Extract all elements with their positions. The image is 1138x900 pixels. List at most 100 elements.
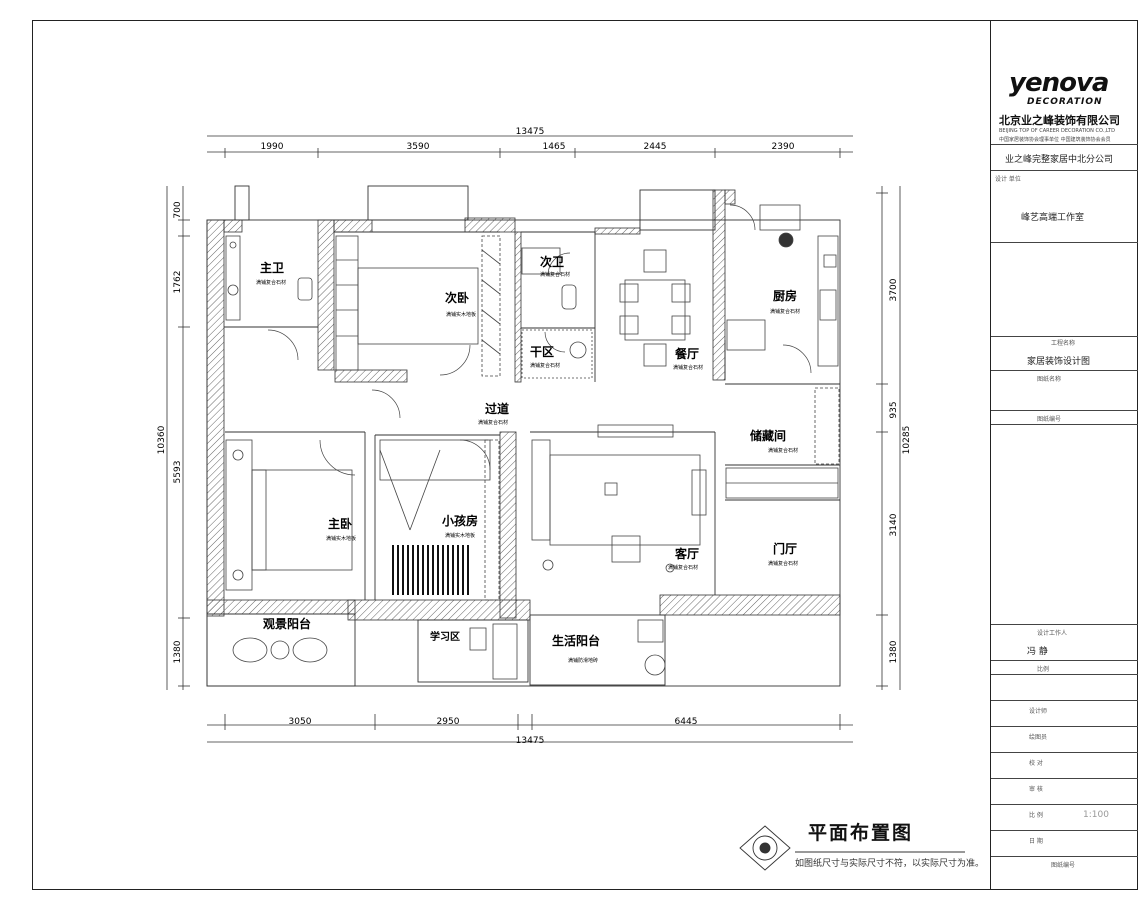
dim-left-2: 1762	[173, 271, 183, 294]
dim-top-4: 2445	[644, 142, 667, 152]
door-swings	[267, 204, 812, 476]
room-dining: 餐厅	[675, 346, 699, 361]
room-second-bath-sub: 满铺复合石材	[540, 271, 570, 278]
room-second-bed: 次卧	[445, 290, 469, 305]
dim-right-4: 1380	[889, 640, 899, 663]
company-note: 中国家居装饰协会理事单位 中国建筑装饰协会会员	[999, 137, 1111, 143]
left-dimension	[166, 186, 190, 690]
interior-lines	[206, 185, 841, 687]
company-name: 北京业之峰装饰有限公司	[999, 114, 1120, 127]
room-entry: 门厅	[773, 541, 797, 556]
room-study: 学习区	[430, 630, 460, 643]
top-dimension	[207, 135, 853, 158]
tb-divider	[991, 674, 1138, 675]
dim-left-total: 10360	[157, 425, 167, 454]
project-label: 工程名称	[1051, 340, 1076, 347]
room-master-bed-sub: 满铺实木地板	[326, 535, 356, 542]
tb-row-6: 日 期	[1029, 838, 1043, 845]
project-name: 家居装饰设计图	[1027, 357, 1091, 367]
tb-row-4: 审 核	[1029, 786, 1043, 793]
room-master-bath: 主卫	[260, 260, 284, 275]
tb-row-3: 校 对	[1029, 760, 1043, 767]
living-furniture	[531, 424, 707, 573]
tb-divider	[991, 830, 1138, 831]
second-bed-furniture	[335, 235, 501, 377]
room-kitchen: 厨房	[773, 288, 797, 303]
dim-right-total: 10285	[902, 426, 912, 455]
second-bath-fixtures	[521, 247, 593, 379]
dim-left-1: 700	[173, 201, 183, 218]
scale-value: 1:100	[1083, 810, 1109, 820]
tb-divider	[991, 410, 1138, 411]
tb-divider	[991, 804, 1138, 805]
room-dining-sub: 满铺复合石材	[673, 364, 703, 371]
room-dry-area-sub: 满铺复合石材	[530, 362, 560, 369]
tb-row-5: 比 例	[1029, 812, 1043, 819]
room-storage: 储藏间	[750, 428, 786, 443]
brand-sub: DECORATION	[1027, 97, 1103, 107]
kitchen-fixtures	[726, 204, 839, 367]
room-master-bath-sub: 满铺复合石材	[256, 279, 286, 286]
room-life-balcony-sub: 满铺防滑地砖	[568, 657, 598, 664]
dim-top-3: 1465	[543, 142, 566, 152]
plan-note: 如图纸尺寸与实际尺寸不符，以实际尺寸为准。	[795, 859, 985, 869]
tb-divider	[991, 370, 1138, 371]
room-corridor-sub: 满铺复合石材	[478, 419, 508, 426]
room-second-bath: 次卫	[540, 254, 564, 269]
scale-label: 比例	[1037, 666, 1050, 673]
room-kids: 小孩房	[442, 513, 478, 528]
dim-left-3: 5593	[173, 461, 183, 484]
room-view-balcony: 观景阳台	[263, 616, 311, 631]
dim-right-1: 3700	[889, 278, 899, 301]
tb-divider	[991, 242, 1138, 243]
bottom-dimension	[207, 714, 853, 743]
dim-right-2: 935	[889, 401, 899, 418]
plan-title: 平面布置图	[808, 822, 914, 844]
dim-top-2: 3590	[407, 142, 430, 152]
dim-right-3: 3140	[889, 513, 899, 536]
designer-label: 设计工作人	[1037, 630, 1068, 637]
room-second-bed-sub: 满铺实木地板	[446, 311, 476, 318]
master-bed-furniture	[225, 439, 353, 591]
compass-icon	[739, 825, 791, 871]
room-living-sub: 满铺复合石材	[668, 564, 698, 571]
drawing-no-label: 图纸编号	[1037, 416, 1062, 423]
room-dry-area: 干区	[530, 345, 554, 359]
drawing-label: 图纸名称	[1037, 376, 1062, 383]
tb-row-7: 图纸编号	[1051, 862, 1076, 869]
tb-divider	[991, 700, 1138, 701]
brand-logo: yenova	[1009, 68, 1109, 98]
designer-name: 冯 静	[1027, 647, 1048, 657]
tb-divider	[991, 778, 1138, 779]
studio-label: 设计 单位	[995, 176, 1021, 183]
room-corridor: 过道	[485, 401, 509, 416]
tb-divider	[991, 144, 1138, 145]
life-balcony-fixtures	[637, 619, 666, 676]
tb-divider	[991, 424, 1138, 425]
dim-bottom-3: 6445	[675, 717, 698, 727]
tb-divider	[991, 660, 1138, 661]
view-balcony-furniture	[232, 637, 328, 663]
dim-left-4: 1380	[173, 640, 183, 663]
tb-divider	[991, 726, 1138, 727]
tb-divider	[991, 170, 1138, 171]
dim-top-1: 1990	[261, 142, 284, 152]
branch-name: 业之峰完整家居中北分公司	[1005, 155, 1114, 165]
room-labels: 主卫 满铺复合石材 次卧 满铺实木地板 次卫 满铺复合石材 干区 满铺复合石材 …	[256, 254, 800, 664]
walls	[206, 189, 841, 621]
tb-divider	[991, 856, 1138, 857]
tb-divider	[991, 624, 1138, 625]
dim-bottom-2: 2950	[437, 717, 460, 727]
title-block: yenova DECORATION 北京业之峰装饰有限公司 BEIJING TO…	[990, 20, 1138, 890]
dim-top-5: 2390	[772, 142, 795, 152]
dim-top-total: 13475	[516, 127, 545, 137]
room-storage-sub: 满铺复合石材	[768, 447, 798, 454]
tb-row-1: 设计师	[1029, 708, 1048, 715]
room-kitchen-sub: 满铺复合石材	[770, 308, 800, 315]
dining-furniture	[619, 249, 691, 367]
room-kids-sub: 满铺实木地板	[445, 532, 475, 539]
tb-divider	[991, 752, 1138, 753]
dim-bottom-total: 13475	[516, 736, 545, 746]
room-living: 客厅	[674, 546, 699, 561]
